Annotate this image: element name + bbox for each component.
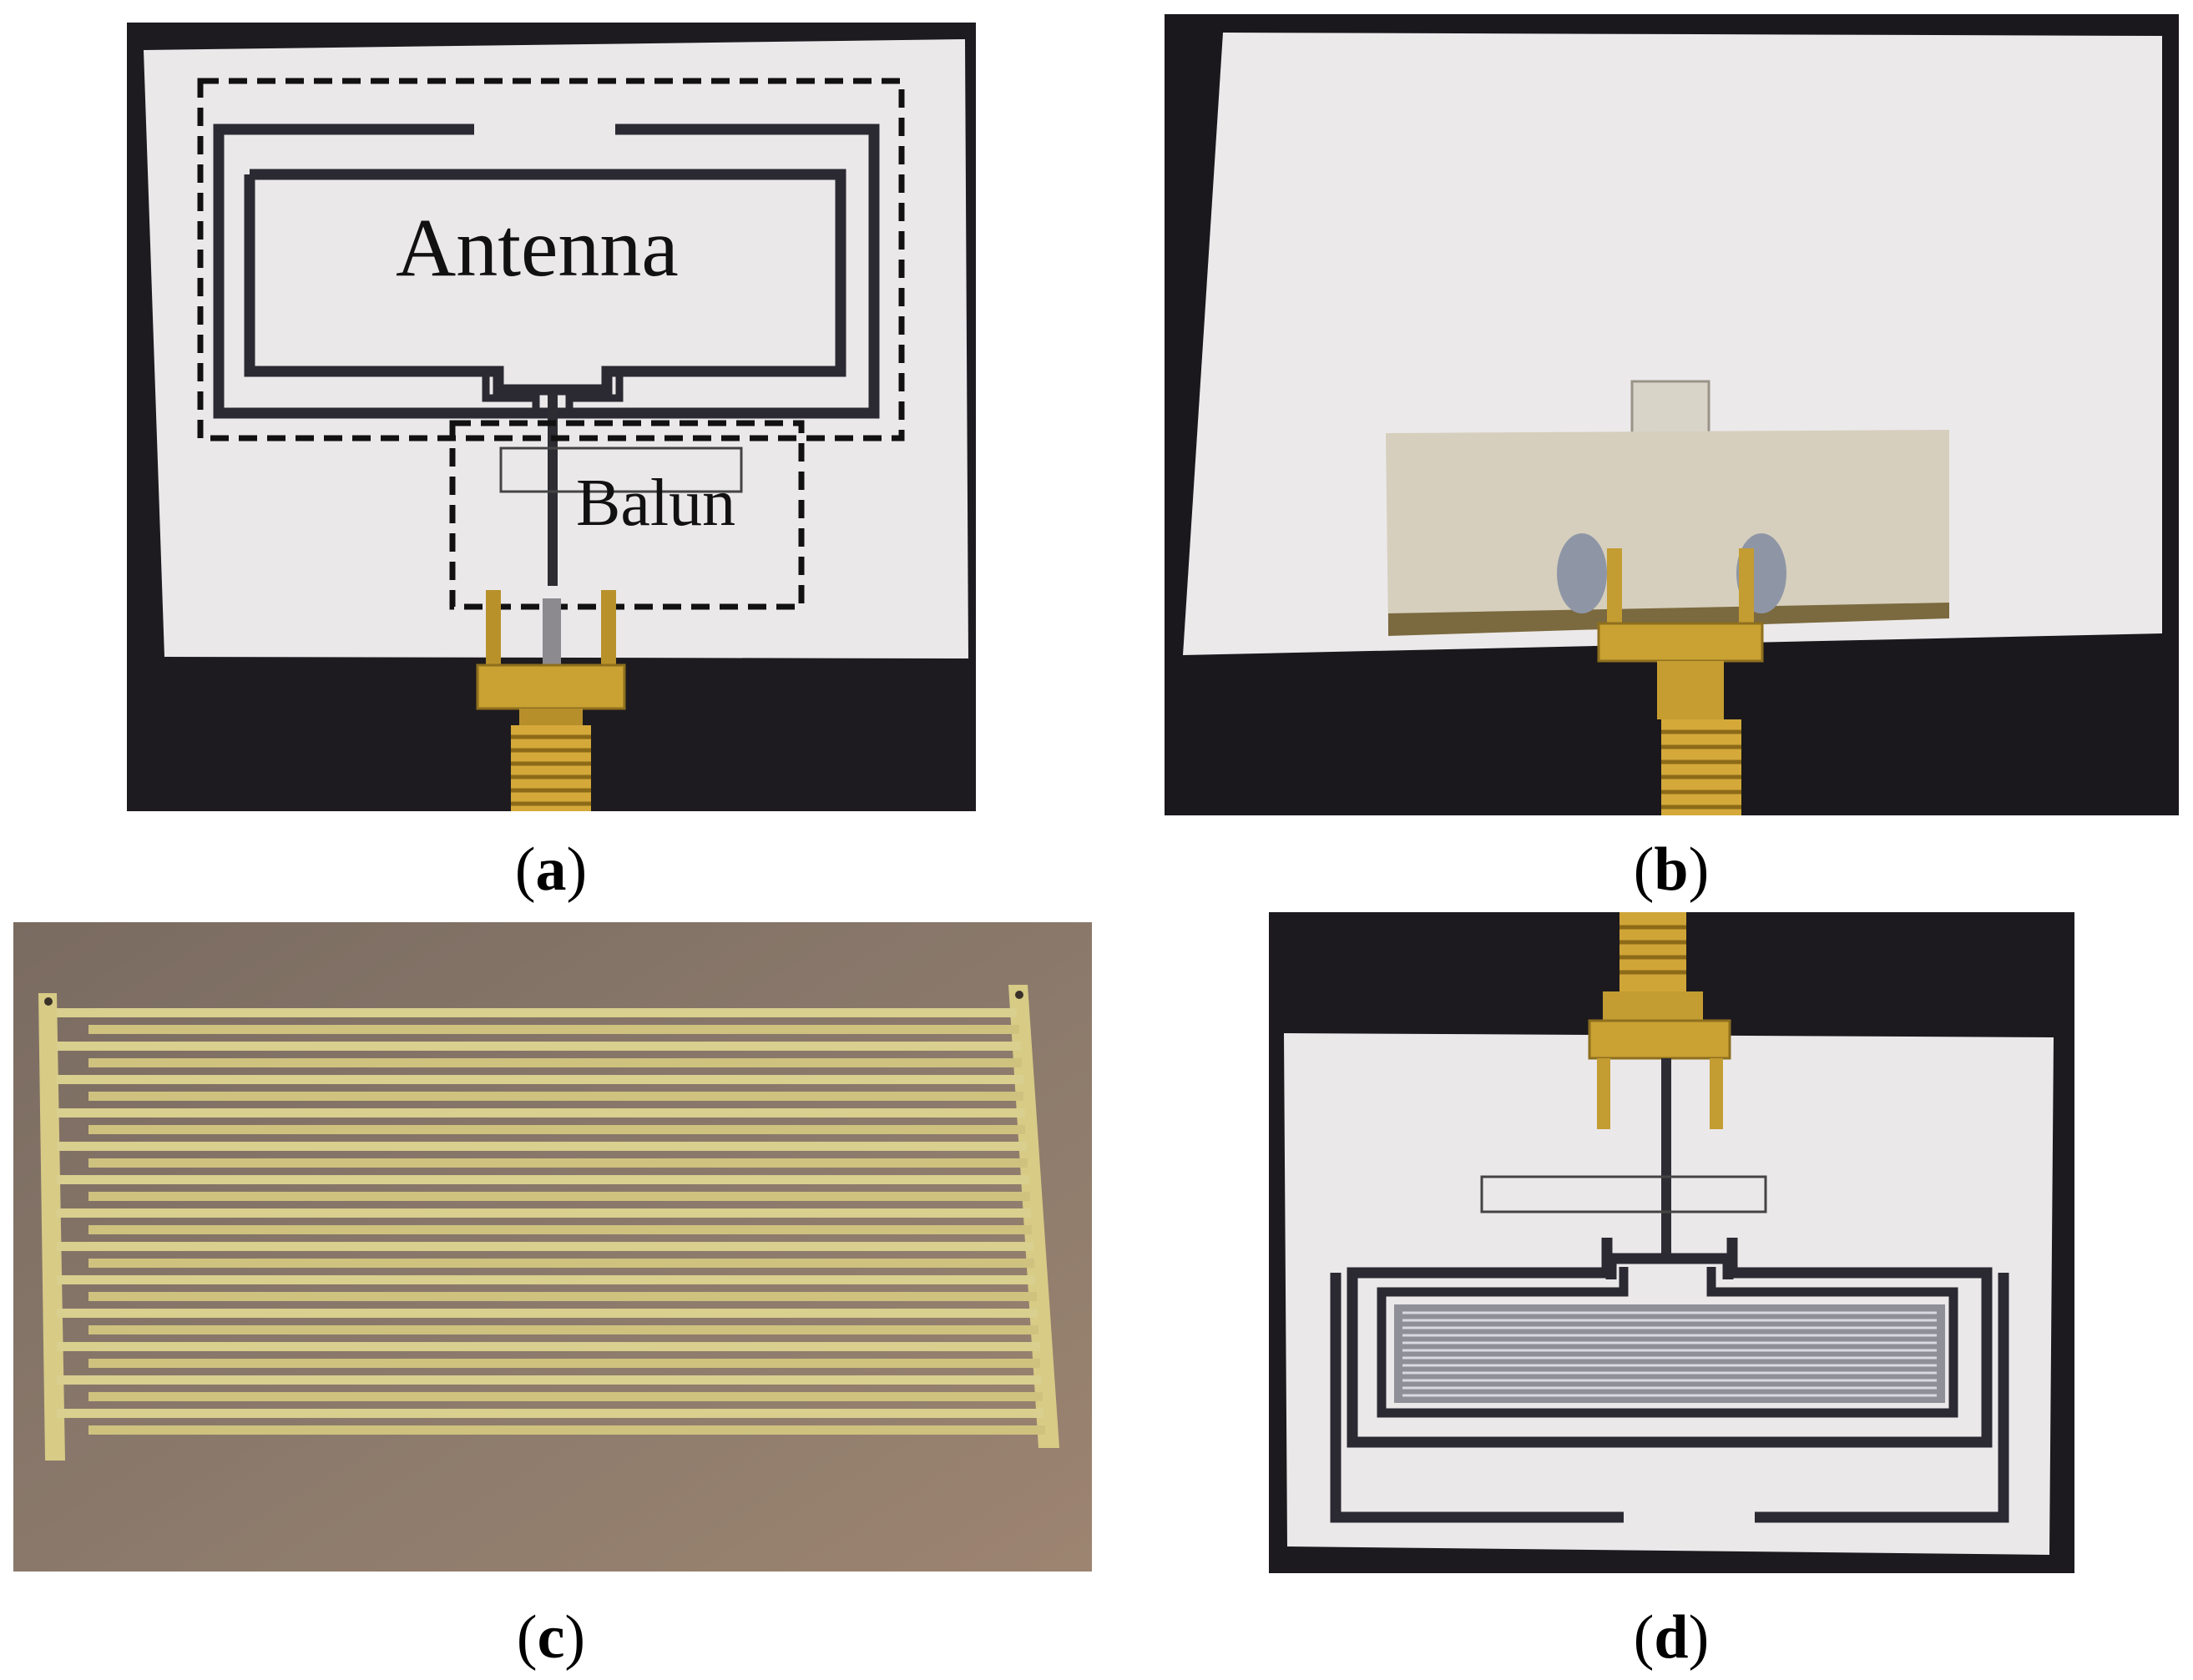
antenna-label: Antenna <box>396 201 679 294</box>
photo-panel-d <box>1269 912 2074 1573</box>
balun-label: Balun <box>576 467 736 540</box>
caption-d: (d) <box>1633 1603 1710 1672</box>
antenna-front-photo <box>127 23 976 811</box>
antenna-back-photo <box>1165 14 2179 815</box>
photo-panel-a: Antenna Balun <box>127 23 976 811</box>
caption-b: (b) <box>1633 835 1710 904</box>
photo-panel-c <box>13 922 1092 1572</box>
caption-c: (c) <box>516 1603 586 1672</box>
antenna-with-sensor-photo <box>1269 912 2074 1573</box>
interdigitated-electrode-photo <box>13 922 1092 1572</box>
caption-a: (a) <box>514 835 588 904</box>
photo-panel-b <box>1165 14 2179 815</box>
